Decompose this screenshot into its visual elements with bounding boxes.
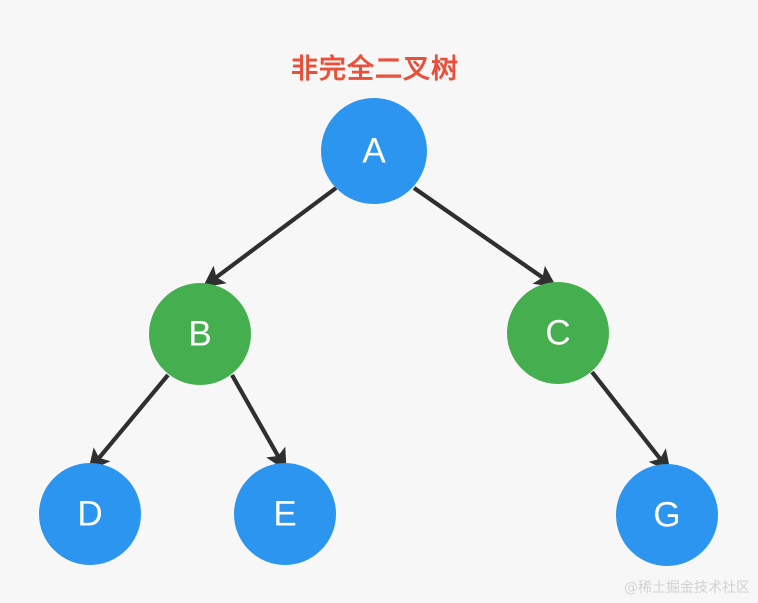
diagram-title: 非完全二叉树: [291, 53, 459, 84]
node-circle-g[interactable]: [616, 464, 718, 566]
node-label-a: A: [362, 132, 386, 171]
tree-node-c[interactable]: C: [507, 282, 609, 384]
node-circle-d[interactable]: [39, 463, 141, 565]
node-circle-a[interactable]: [321, 98, 427, 204]
tree-nodes: A B C D E G: [39, 98, 718, 566]
tree-node-b[interactable]: B: [149, 283, 251, 385]
tree-edges: [88, 186, 671, 473]
tree-edge-a-to-b: [202, 186, 338, 288]
tree-node-d[interactable]: D: [39, 463, 141, 565]
node-circle-e[interactable]: [234, 463, 336, 565]
node-label-b: B: [188, 315, 211, 354]
node-circle-c[interactable]: [507, 282, 609, 384]
node-label-c: C: [545, 314, 570, 353]
node-label-e: E: [273, 495, 296, 534]
tree-node-e[interactable]: E: [234, 463, 336, 565]
node-label-d: D: [77, 495, 102, 534]
node-circle-b[interactable]: [149, 283, 251, 385]
tree-edge-a-to-c: [412, 186, 557, 288]
tree-edge-b-to-e: [230, 373, 287, 472]
tree-edge-c-to-g: [590, 370, 671, 473]
watermark-label: @稀土掘金技术社区: [624, 580, 750, 596]
node-label-g: G: [653, 496, 680, 535]
tree-node-a[interactable]: A: [321, 98, 427, 204]
tree-edge-b-to-d: [88, 373, 170, 472]
tree-node-g[interactable]: G: [616, 464, 718, 566]
